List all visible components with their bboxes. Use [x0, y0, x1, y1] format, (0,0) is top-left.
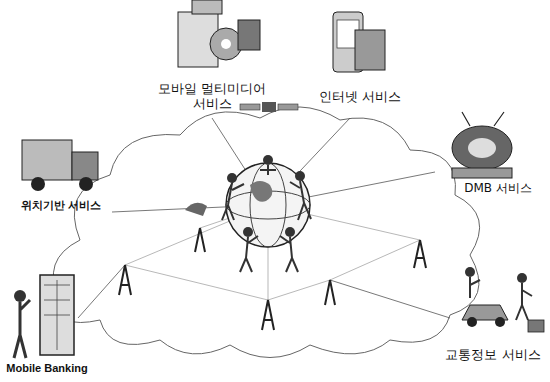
globe-land: [250, 181, 272, 202]
truck-cab: [72, 152, 98, 180]
dish-antenna: [185, 203, 207, 216]
person-body: [516, 283, 532, 320]
film-reel-hub: [221, 39, 231, 49]
antenna-tower: [195, 228, 205, 252]
service-label: Mobile Banking: [0, 362, 94, 375]
network-cloud: [53, 107, 479, 358]
service-label: 교통정보 서비스: [436, 348, 550, 363]
person-body: [240, 236, 258, 272]
wheel: [467, 317, 477, 327]
location-icon: [22, 140, 98, 191]
web-page: [355, 30, 385, 70]
person-head: [14, 290, 26, 302]
service-label: DMB 서비스: [452, 182, 544, 196]
antenna-tower: [262, 300, 274, 330]
satellite-body: [262, 102, 276, 112]
person-head: [517, 273, 527, 283]
sign: [528, 320, 544, 332]
film-strip: [238, 20, 260, 50]
person-body: [260, 165, 276, 175]
solar-panel: [240, 104, 260, 110]
tv-stand: [452, 168, 512, 178]
satellite: [240, 102, 298, 112]
antenna-tower: [325, 280, 335, 305]
service-label: 인터넷 서비스: [312, 90, 408, 105]
person-head: [227, 173, 237, 183]
globe-meridian: [250, 163, 286, 247]
tv-screen: [468, 138, 496, 158]
person-head: [243, 227, 253, 237]
person-body: [280, 236, 298, 272]
antenna-tower: [119, 265, 131, 295]
person-body: [290, 181, 311, 220]
internet-icon: [333, 12, 385, 72]
multimedia-icon: [178, 0, 260, 67]
person-head: [295, 171, 305, 181]
wheel: [495, 317, 505, 327]
camera: [192, 0, 222, 14]
link-line: [268, 280, 330, 300]
person-body: [470, 277, 480, 298]
service-label: 위치기반 서비스: [6, 200, 116, 213]
person-body: [222, 183, 244, 220]
link-line: [125, 265, 268, 300]
globe: [226, 163, 310, 247]
link-line: [78, 265, 125, 318]
tv-antenna: [462, 112, 504, 126]
person-head: [263, 155, 273, 165]
person-head: [285, 227, 295, 237]
phone-booth: [40, 275, 74, 355]
dmb-icon: [452, 112, 512, 178]
service-label: 모바일 멀티미디어 서비스: [150, 82, 274, 112]
solar-panel: [278, 104, 298, 110]
film-reel: [210, 28, 242, 60]
person-body: [14, 300, 30, 358]
wheel: [31, 177, 45, 191]
satellite-tv: [452, 126, 512, 170]
antenna-tower: [414, 240, 426, 268]
truck-cargo: [22, 140, 72, 180]
wheel: [79, 177, 93, 191]
link-line: [330, 280, 450, 318]
link-line: [330, 240, 420, 280]
person-head: [465, 267, 475, 277]
traffic-icon: [462, 267, 544, 332]
banking-icon: [14, 275, 74, 358]
booth-panes: [44, 280, 70, 350]
